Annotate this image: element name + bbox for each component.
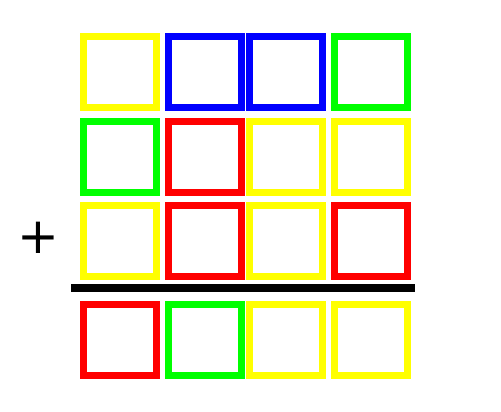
- blue-square-cell: [246, 33, 326, 111]
- red-square-cell: [331, 202, 411, 280]
- sum-row: [80, 301, 411, 379]
- blue-square-cell: [165, 33, 245, 111]
- addend-row-1: [80, 33, 411, 111]
- green-square-cell: [331, 33, 411, 111]
- yellow-square-cell: [246, 118, 326, 196]
- red-square-cell: [165, 118, 245, 196]
- yellow-square-cell: [80, 202, 160, 280]
- yellow-square-cell: [246, 202, 326, 280]
- addend-row-2: [80, 118, 411, 196]
- addend-row-3: [80, 202, 411, 280]
- sum-divider-line: [71, 284, 415, 292]
- yellow-square-cell: [331, 118, 411, 196]
- yellow-square-cell: [331, 301, 411, 379]
- green-square-cell: [165, 301, 245, 379]
- red-square-cell: [80, 301, 160, 379]
- green-square-cell: [80, 118, 160, 196]
- yellow-square-cell: [80, 33, 160, 111]
- yellow-square-cell: [246, 301, 326, 379]
- red-square-cell: [165, 202, 245, 280]
- plus-operator: +: [17, 207, 59, 265]
